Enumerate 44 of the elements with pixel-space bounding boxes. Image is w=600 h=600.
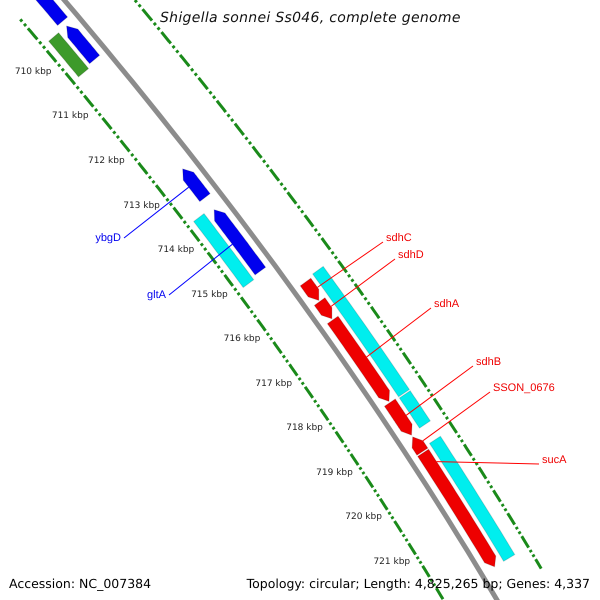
gene-segment [300,277,320,302]
tick-label: 717 kbp [255,378,292,389]
gene-segment [417,448,496,568]
gene-segment [312,266,410,398]
gene-label: sucA [542,454,566,466]
tick-label: 711 kbp [52,111,89,122]
gene-label: gltA [147,289,166,301]
gene-segment [326,316,390,402]
map-title: Shigella sonnei Ss046, complete genome [160,10,461,26]
gene-segment [66,25,100,64]
gene-label: ybgD [95,232,121,244]
leader-line [330,258,396,307]
gene-segment [193,212,254,288]
gene-label: sdhB [476,356,502,368]
gene-segment [314,297,332,320]
tick-label: 710 kbp [14,66,52,77]
gene-segment [214,209,266,276]
tick-label: 720 kbp [345,512,382,522]
leader-line [436,461,540,464]
tick-label: 716 kbp [224,334,260,344]
gene-label: SSON_0676 [493,382,555,394]
leader-line [168,244,233,296]
gene-segment [412,436,428,456]
tick-label: 721 kbp [373,556,410,567]
gene-label: sdhC [386,232,412,244]
gene-segment [384,398,413,436]
gene-segment [428,436,516,562]
genome-info-text: Topology: circular; Length: 4,825,265 bp; Genes: 4,337 [246,576,590,591]
gene-label: sdhD [398,249,424,261]
leader-line [316,242,384,288]
leader-line [422,392,490,442]
gene-label: sdhA [434,298,460,310]
tick-label: 715 kbp [191,290,228,300]
leader-line [366,308,432,358]
tick-label: 718 kbp [286,423,323,434]
tick-label: 712 kbp [88,156,125,166]
accession-text: Accession: NC_007384 [9,576,152,591]
tick-label: 719 kbp [316,468,353,478]
gene-segment [182,168,211,202]
tick-label: 713 kbp [123,200,160,211]
gene-segment [398,390,431,429]
leader-line [124,186,190,238]
tick-label: 714 kbp [158,245,194,256]
leader-line [406,366,474,416]
